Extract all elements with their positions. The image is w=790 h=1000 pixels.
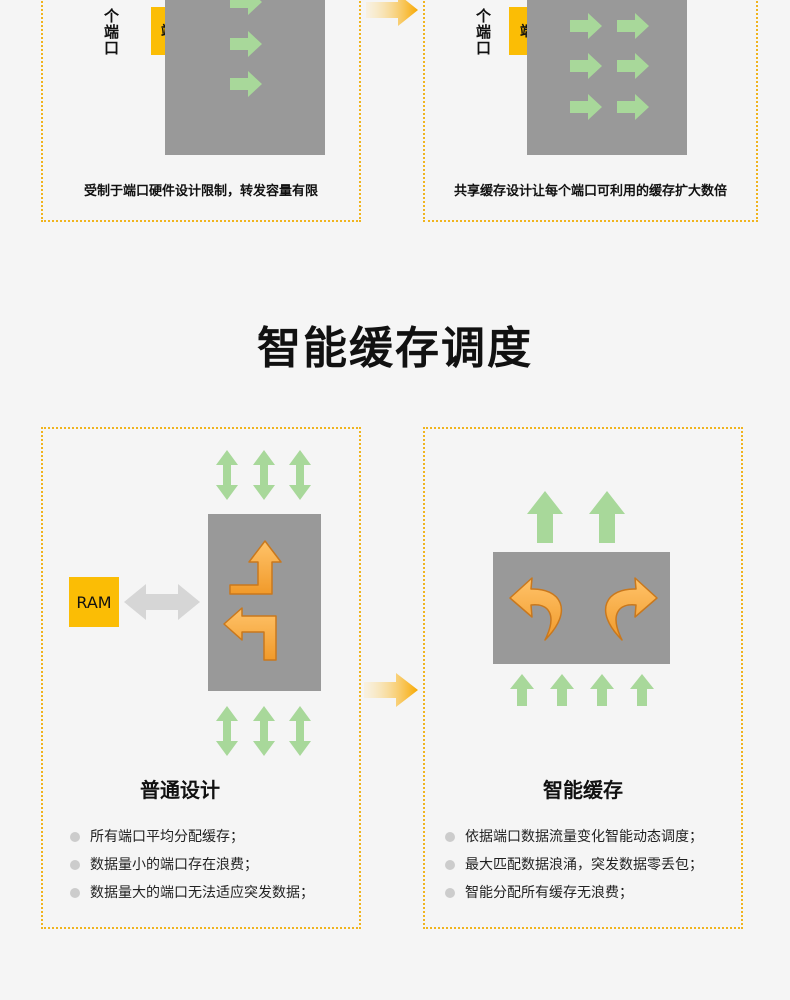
top-right-port-count-label: 个端口 xyxy=(474,8,492,56)
right-arrow-icon xyxy=(230,0,262,15)
up-down-arrow-icon xyxy=(216,706,238,756)
up-down-arrow-icon xyxy=(216,450,238,500)
list-item: 数据量大的端口无法适应突发数据； xyxy=(68,879,314,907)
left-card-title: 普通设计 xyxy=(140,778,220,802)
up-arrow-icon xyxy=(510,674,534,706)
curved-arrow-icon xyxy=(604,577,658,641)
right-card-bullet-list: 依据端口数据流量变化智能动态调度； 最大匹配数据浪涌，突发数据零丢包； 智能分配… xyxy=(443,823,703,907)
list-item: 数据量小的端口存在浪费； xyxy=(68,851,314,879)
dot-icon xyxy=(70,888,80,898)
bullet-text: 数据量大的端口无法适应突发数据； xyxy=(90,885,314,901)
right-arrow-icon xyxy=(570,94,602,120)
right-card-title: 智能缓存 xyxy=(543,778,623,802)
bullet-text: 数据量小的端口存在浪费； xyxy=(90,857,258,873)
up-arrow-icon xyxy=(589,491,625,543)
top-left-right-arrow-icons xyxy=(230,0,262,97)
right-arrow-icon xyxy=(617,53,649,79)
dot-icon xyxy=(445,832,455,842)
top-right-frame xyxy=(423,0,758,222)
top-left-port-block xyxy=(165,0,325,155)
section-title: 智能缓存调度 xyxy=(257,323,533,374)
up-down-arrow-icon xyxy=(253,450,275,500)
up-arrow-icon xyxy=(630,674,654,706)
top-right-port-block xyxy=(527,0,687,155)
right-arrow-icon xyxy=(617,94,649,120)
turn-arrow-icon xyxy=(229,540,282,595)
ram-box: RAM xyxy=(69,577,119,627)
dot-icon xyxy=(445,860,455,870)
bullet-text: 所有端口平均分配缓存； xyxy=(90,829,244,845)
up-down-arrow-icon xyxy=(289,706,311,756)
right-arrow-icon xyxy=(230,71,262,97)
dot-icon xyxy=(445,888,455,898)
list-item: 所有端口平均分配缓存； xyxy=(68,823,314,851)
top-left-caption: 受制于端口硬件设计限制，转发容量有限 xyxy=(83,184,318,199)
bullet-text: 依据端口数据流量变化智能动态调度； xyxy=(465,829,703,845)
right-card-frame xyxy=(423,427,743,929)
dot-icon xyxy=(70,860,80,870)
bullet-text: 最大匹配数据浪涌，突发数据零丢包； xyxy=(465,857,703,873)
top-left-frame xyxy=(41,0,361,222)
top-right-right-arrow-icons xyxy=(570,13,649,120)
curved-arrow-icon xyxy=(509,577,563,641)
up-arrow-icon xyxy=(527,491,563,543)
left-card-frame xyxy=(41,427,361,929)
bullet-text: 智能分配所有缓存无浪费； xyxy=(465,885,633,901)
dot-icon xyxy=(70,832,80,842)
top-right-caption: 共享缓存设计让每个端口可利用的缓存扩大数倍 xyxy=(453,184,727,199)
list-item: 最大匹配数据浪涌，突发数据零丢包； xyxy=(443,851,703,879)
left-card-bullet-list: 所有端口平均分配缓存； 数据量小的端口存在浪费； 数据量大的端口无法适应突发数据… xyxy=(68,823,314,907)
list-item: 依据端口数据流量变化智能动态调度； xyxy=(443,823,703,851)
up-arrow-icon xyxy=(550,674,574,706)
list-item: 智能分配所有缓存无浪费； xyxy=(443,879,703,907)
right-arrow-icon xyxy=(570,53,602,79)
up-down-arrow-icon xyxy=(253,706,275,756)
right-arrow-icon xyxy=(570,13,602,39)
middle-connector-arrow-icon xyxy=(364,673,418,707)
top-left-port-count-label: 个端口 xyxy=(102,8,120,56)
right-arrow-icon xyxy=(230,31,262,57)
turn-arrow-icon xyxy=(223,607,277,661)
up-arrow-icon xyxy=(590,674,614,706)
up-down-arrow-icon xyxy=(289,450,311,500)
top-connector-arrow-icon xyxy=(366,0,418,26)
right-arrow-icon xyxy=(617,13,649,39)
